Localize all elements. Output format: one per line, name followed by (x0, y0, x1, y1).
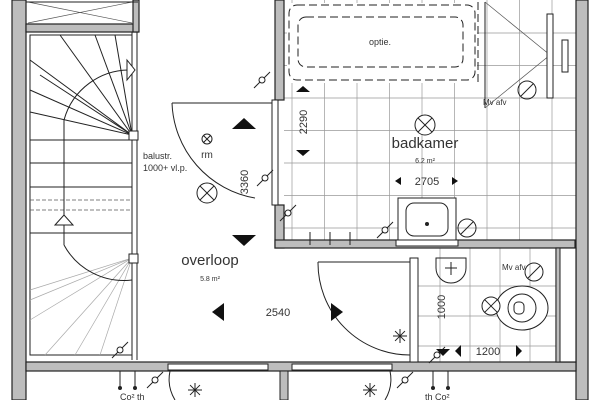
wall-light-icon (188, 383, 202, 397)
winder-step (39, 74, 133, 136)
bottom-left-sensor-label: Co² th (120, 392, 145, 400)
bottom-door-left (167, 363, 269, 400)
winder-step (94, 34, 133, 136)
switch-icon (146, 371, 164, 389)
ceiling-light-icon (481, 296, 501, 316)
switch-icon (396, 371, 414, 389)
toilet-door-swing (317, 261, 411, 356)
winder-step (29, 257, 133, 301)
bathroom-door-frame (271, 99, 279, 206)
switch-icon (253, 71, 271, 89)
toilet-width-dimension: 1200 (476, 346, 500, 358)
winder-step (74, 257, 133, 356)
bathroom-height-dimension: 2290 (298, 110, 310, 134)
bathroom-width-dimension: 2705 (415, 176, 439, 188)
stair-shaft-wall (25, 23, 139, 33)
wall-light-icon (363, 383, 377, 397)
winder-step (29, 111, 133, 136)
toilet-door-frame (409, 257, 419, 363)
toilet-wall-inner (555, 247, 561, 363)
staircase (29, 32, 139, 360)
winder-step (29, 257, 133, 321)
stair-direction-arrow (53, 214, 75, 226)
winder-step (59, 34, 133, 136)
shower-screen (484, 1, 569, 109)
newel-post (128, 130, 139, 141)
bottom-partition-wall (279, 370, 289, 400)
bath-label: optie. (369, 37, 391, 47)
toilet-vent-label: Mv afv (502, 263, 526, 272)
shower-valve-icon (561, 39, 569, 73)
toilet-icon (495, 285, 549, 331)
railing-height-label: 1000+ vl.p. (143, 163, 187, 173)
vent-icon (457, 218, 477, 238)
landing-door-swing (171, 102, 272, 199)
stair-direction-arrow (126, 58, 136, 82)
landing-name: overloop (181, 252, 239, 269)
ceiling-light-icon (196, 182, 218, 204)
smoke-detector-label: rm (201, 150, 213, 161)
bathtub-optional (287, 2, 479, 85)
bathroom-area: 6.2 m² (415, 158, 436, 165)
bathroom-vent-label: Mv afv (483, 98, 507, 107)
shaft-side-wall (132, 0, 140, 33)
outer-wall-right (575, 0, 589, 400)
towel-radiator-icon (305, 232, 355, 245)
winder-step (99, 257, 133, 356)
switch-icon (376, 221, 394, 239)
winder-step (44, 257, 133, 356)
winder-step (114, 34, 133, 136)
wall-light-icon (393, 329, 407, 343)
switch-icon (111, 341, 129, 359)
stair-shaft-void (26, 1, 138, 24)
landing-area: 5.8 m² (200, 276, 221, 283)
toilet-height-dimension: 1000 (436, 295, 448, 319)
bathroom-name: badkamer (392, 135, 459, 152)
winder-step (29, 59, 133, 136)
landing-height-dimension: 3360 (239, 170, 251, 194)
thermostat-sensors (118, 371, 450, 390)
vent-icon (517, 80, 537, 100)
outlet-icon (256, 169, 274, 187)
newel-post (128, 253, 139, 264)
ceiling-light-icon (414, 114, 436, 136)
bottom-right-sensor-label: th Co² (425, 392, 450, 400)
railing-label: balustr. (143, 151, 172, 161)
bottom-door-right (291, 363, 393, 400)
landing-width-dimension: 2540 (266, 307, 290, 319)
winder-step (29, 89, 133, 136)
switch-icon (279, 204, 297, 222)
vent-icon (524, 262, 544, 282)
bathroom-wall-upper (274, 0, 285, 101)
smoke-detector-icon (201, 133, 213, 145)
dimension-arrows (212, 86, 522, 357)
winder-step (29, 257, 133, 291)
outer-wall-left (11, 0, 27, 400)
hand-basin-icon (435, 257, 467, 284)
washbasin-icon (395, 197, 459, 247)
